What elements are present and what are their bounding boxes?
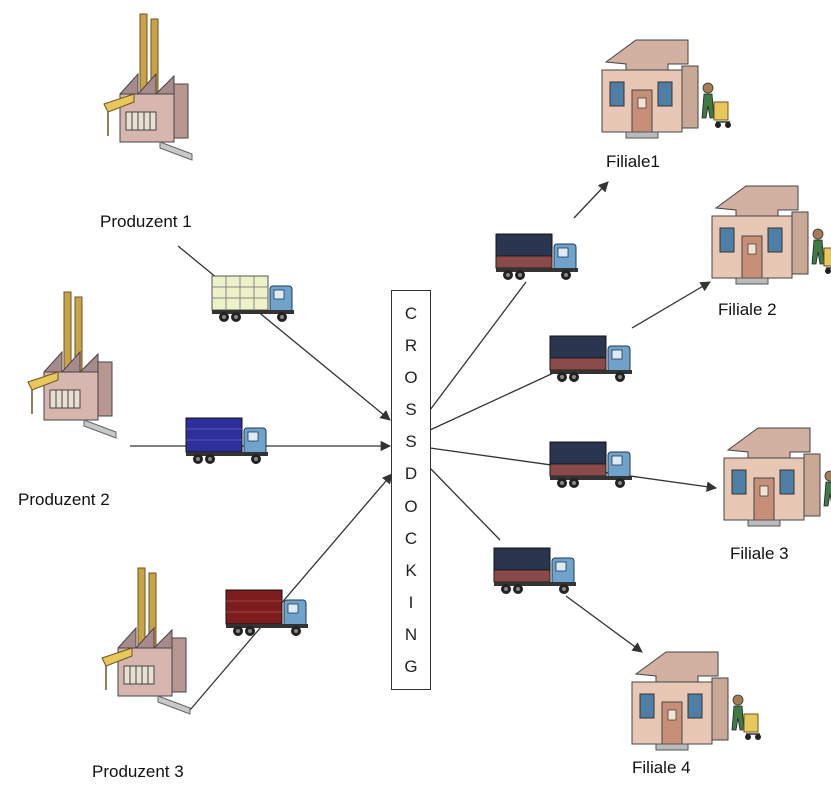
hub-letter: I [408,592,414,612]
factory-icon-producer-1 [103,13,193,161]
branch-icon-1 [601,39,732,139]
flow-branch-1a [429,281,527,411]
truck-icon-producer-1 [211,275,295,323]
producer-1-label: Produzent 1 [100,212,192,231]
factory-icon-producer-3 [101,567,191,715]
flow-branch-4a [429,467,501,541]
branch-1-label: Filiale1 [606,152,660,171]
truck-icon-producer-3 [225,589,309,637]
hub-letter: N [404,625,418,645]
truck-icon-branch-2 [549,335,633,383]
flow-producer-3 [189,473,393,711]
flow-branch-1b [573,181,609,219]
flow-branch-2a [429,369,561,431]
branch-3-label: Filiale 3 [730,544,789,563]
hub-letter: C [404,528,418,548]
producer-2-label: Produzent 2 [18,490,110,509]
truck-icon-branch-1 [495,233,579,281]
hub-letter: O [404,367,418,387]
flow-branch-2b [631,281,711,329]
hub-letter: C [404,303,418,323]
branch-icon-3 [723,427,831,527]
hub-letter: D [404,464,418,484]
branch-icon-2 [711,185,831,285]
producer-3-label: Produzent 3 [92,762,184,781]
hub-letter: S [405,432,417,452]
factory-icon-producer-2 [27,291,117,439]
flow-producer-1 [177,245,391,421]
truck-icon-branch-4 [493,547,577,595]
hub-letter: O [404,496,418,516]
branch-4-label: Filiale 4 [632,758,691,777]
branch-2-label: Filiale 2 [718,300,777,319]
hub-letter: K [405,560,417,580]
hub-letter: R [404,335,418,355]
hub-letter: G [404,657,418,677]
branch-icon-4 [631,651,762,751]
hub-letter: S [405,400,417,420]
flow-branch-4b [565,595,643,653]
truck-icon-producer-2 [185,417,269,465]
truck-icon-branch-3 [549,441,633,489]
